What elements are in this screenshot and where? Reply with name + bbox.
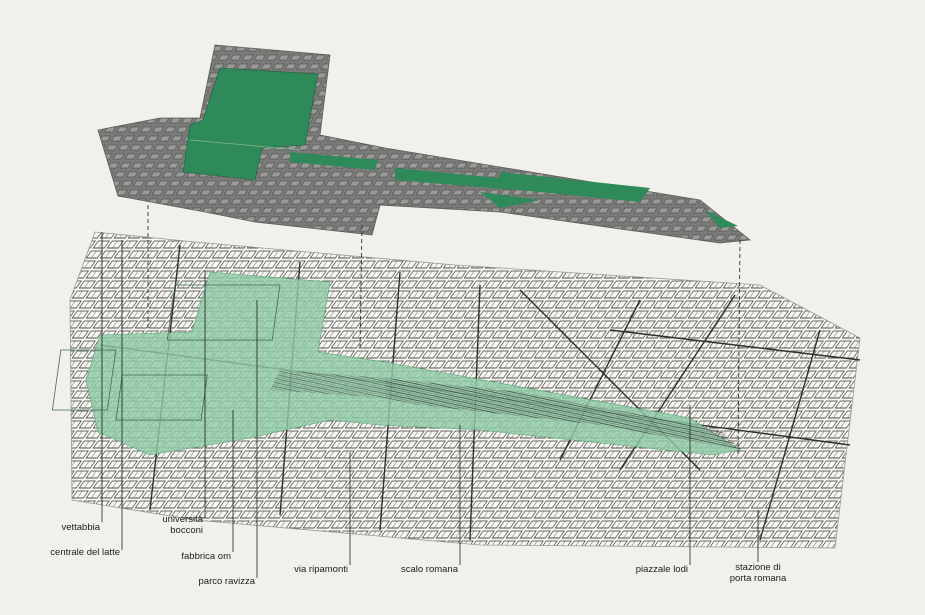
label-piazzale-lodi: piazzale lodi [635, 564, 688, 575]
label-fabbrica-om: fabbrica om [181, 551, 231, 562]
green-inner-blocks [51, 284, 281, 421]
dashed-connectors [147, 205, 741, 456]
floating-model [97, 44, 752, 244]
label-universita-bocconi: università bocconi [162, 514, 203, 536]
label-centrale-del-latte: centrale del latte [50, 547, 120, 558]
label-scalo-romana: scalo romana [400, 564, 458, 575]
model-green-park [182, 67, 319, 181]
label-vettabbia: vettabbia [61, 522, 100, 533]
model-green-strip-3 [500, 172, 650, 202]
model-green-strip-2 [395, 168, 520, 190]
label-stazione-di-porta-romana: stazione di porta romana [729, 562, 787, 584]
label-via-ripamonti: via ripamonti [294, 564, 348, 575]
model-green-strip-1 [290, 152, 378, 170]
leader-lines [101, 232, 759, 578]
label-parco-ravizza: parco ravizza [198, 576, 256, 587]
city-map [51, 231, 861, 549]
railway-tracks [385, 378, 742, 450]
model-green-strip-4 [705, 210, 738, 228]
